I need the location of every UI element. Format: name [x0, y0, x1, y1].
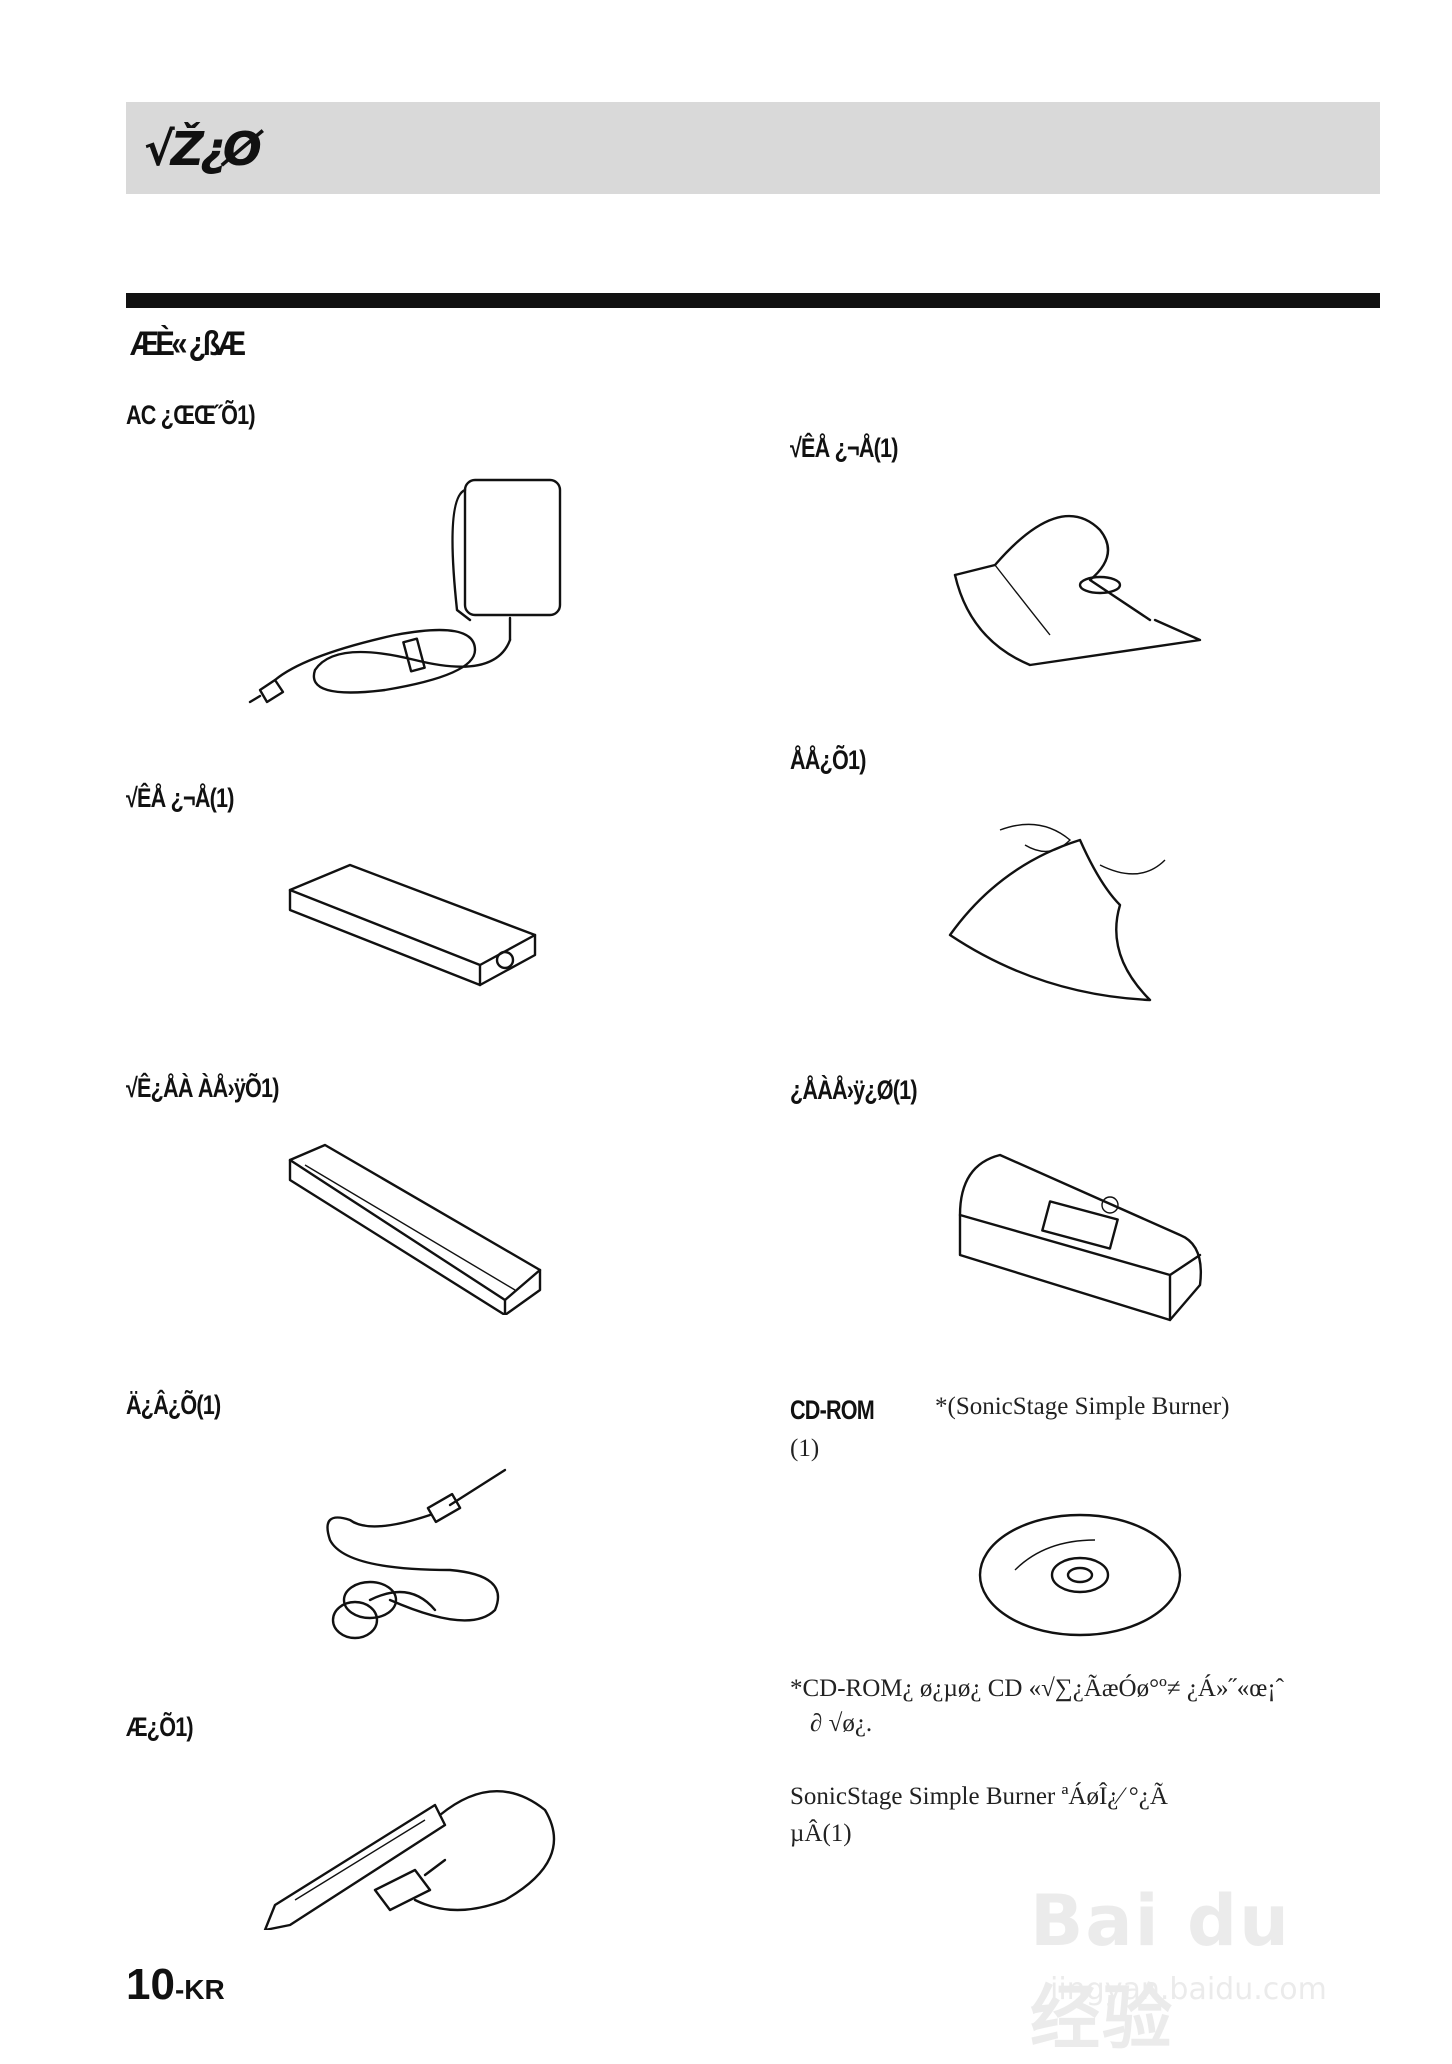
battery-case-2-illustration	[958, 1153, 1202, 1322]
section-title: ÆÈ« ¿ßÆ	[130, 325, 246, 363]
baidu-watermark: Bai du 经验 jingyan.baidu.com	[1010, 1860, 1370, 2059]
watermark-logo: Bai du 经验	[1030, 1880, 1291, 2059]
label-earphones: Ä¿Â¿Õ(1)	[126, 1390, 221, 1420]
cdrom-quantity: (1)	[790, 1435, 820, 1462]
battery-case-illustration	[288, 1143, 542, 1315]
footnote-line-2: ∂ √ø¿.	[810, 1710, 873, 1737]
pouch-illustration	[948, 823, 1166, 1002]
label-battery-case-2: ¿ÅÀÅ›ÿ¿Ø(1)	[790, 1075, 918, 1105]
ac-adapter-illustration	[248, 478, 562, 704]
watermark-url: jingyan.baidu.com	[1050, 1972, 1327, 2007]
header-bar: √Ž¿Ø	[126, 102, 1380, 194]
label-remote: Æ¿Õ1)	[126, 1712, 194, 1742]
label-cdrom: CD-ROM	[790, 1395, 875, 1425]
label-pouch: ÅÅ¿Õ1)	[790, 745, 866, 775]
manual-line-1: SonicStage Simple Burner ªÁøÎ¿⁄ °¿Ã	[790, 1783, 1168, 1810]
remote-control-illustration	[263, 1790, 556, 1930]
cradle-illustration	[953, 514, 1202, 667]
label-charger: √ÊÅ ¿¬Å(1)	[126, 783, 234, 813]
label-ac-adapter: AC ¿ŒŒ˝Õ1)	[126, 400, 256, 430]
section-rule	[126, 293, 1380, 308]
cdrom-illustration	[978, 1513, 1182, 1637]
page-number: 10-KR	[126, 1960, 225, 2009]
battery-illustration	[288, 863, 537, 987]
manual-line-2: µÂ(1)	[790, 1820, 852, 1847]
earphones-illustration	[326, 1468, 507, 1640]
label-battery: √Ê¿ÅÀ ÀÅ›ÿÕ1)	[126, 1073, 279, 1103]
cdrom-description: *(SonicStage Simple Burner)	[935, 1393, 1230, 1420]
label-stand: √ÊÅ ¿¬Å(1)	[790, 433, 898, 463]
footnote-line-1: *CD-ROM¿ ø¿µø¿ CD «√∑¿ÃæÓø°º≠ ¿Á»˝«œ¡ˆ	[790, 1675, 1285, 1702]
header-title: √Ž¿Ø	[144, 122, 262, 176]
